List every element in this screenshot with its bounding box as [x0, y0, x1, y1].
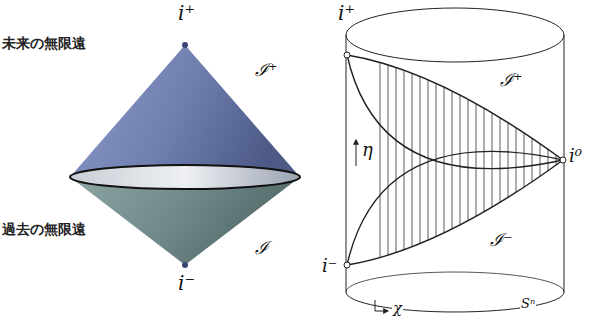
region-label: 未来の無限遠	[2, 36, 86, 51]
hatch-line	[412, 73, 413, 246]
scri-label: ℐ	[255, 238, 268, 258]
point-label: i⁻	[322, 256, 337, 276]
cylinder-top	[346, 8, 564, 62]
hatch-line	[556, 155, 557, 165]
hatch-line	[476, 104, 477, 217]
scri-plus-curve	[347, 55, 563, 169]
axis-label: Sⁿ	[520, 297, 536, 311]
hatch-line	[540, 144, 541, 177]
hatching	[380, 62, 556, 257]
hatch-line	[524, 133, 525, 188]
hatch-line	[508, 123, 509, 198]
hatch-line	[420, 76, 421, 243]
hatch-line	[516, 128, 517, 192]
point	[560, 157, 566, 163]
cylinder-bottom-front	[346, 292, 564, 312]
scri-label: ℐ⁺	[500, 70, 523, 90]
cylinder	[344, 8, 566, 312]
scri-label: ℐ⁺	[255, 60, 278, 80]
scri-minus-curve	[347, 151, 563, 265]
region-label: 過去の無限遠	[2, 222, 86, 237]
hatch-line	[452, 91, 453, 229]
hatch-line	[460, 95, 461, 225]
hatch-line	[548, 149, 549, 171]
past-cone	[70, 177, 300, 265]
hatch-line	[380, 62, 381, 257]
point-label: i⁻	[178, 272, 195, 294]
future-cone	[70, 45, 300, 189]
hatch-line	[388, 65, 389, 255]
apex-point	[182, 42, 188, 48]
cylinder-side	[346, 35, 347, 292]
hatch-line	[404, 70, 405, 250]
hatch-line	[396, 67, 397, 252]
point-label: i⁰	[569, 146, 582, 166]
axis-label: η	[362, 140, 373, 160]
rim	[70, 165, 300, 189]
hatch-line	[428, 80, 429, 241]
eta-arrow	[356, 140, 357, 166]
hatch-line	[436, 83, 437, 236]
hatch-line	[532, 138, 533, 181]
hatch-line	[444, 87, 445, 233]
point	[344, 52, 350, 58]
point-label: i⁺	[338, 2, 355, 24]
scri-plus-curve	[347, 55, 563, 160]
chi-arrow	[375, 300, 388, 311]
scri-label: ℐ⁻	[490, 230, 513, 250]
hatch-line	[484, 108, 485, 212]
apex-point	[182, 262, 188, 268]
hatch-line	[500, 118, 501, 203]
point	[344, 262, 350, 268]
point-label: i⁺	[178, 2, 195, 24]
double-cone	[70, 42, 300, 268]
hatch-line	[492, 113, 493, 208]
cylinder-bottom-back	[346, 272, 564, 292]
hatch-line	[468, 99, 469, 221]
scri-minus-curve	[347, 160, 563, 265]
axis-label: χ	[392, 300, 403, 317]
cylinder-side	[564, 35, 565, 292]
